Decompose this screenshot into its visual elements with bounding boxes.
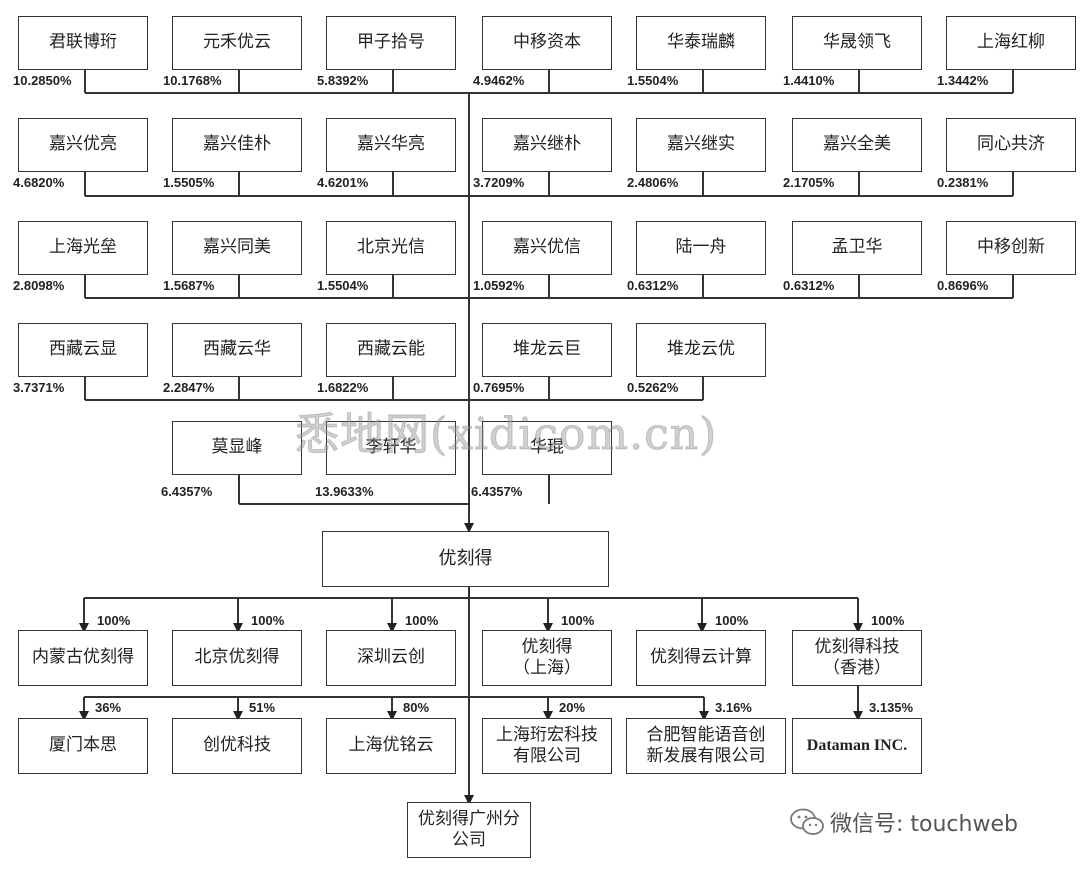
- investee-pct-4: 3.16%: [714, 700, 753, 715]
- shareholder-pct-row1-1: 10.1768%: [162, 73, 223, 88]
- shareholder-box-row2-3: 嘉兴继朴: [482, 118, 612, 172]
- shareholder-pct-row1-3: 4.9462%: [472, 73, 526, 88]
- wechat-label: 微信号: touchweb: [830, 812, 1018, 837]
- investee-box-2: 上海优铭云: [326, 718, 456, 774]
- shareholder-box-row4-1: 西藏云华: [172, 323, 302, 377]
- investee-pct-2: 80%: [402, 700, 431, 715]
- subsidiary-box-4: 优刻得云计算: [636, 630, 766, 686]
- shareholder-pct-row4-0: 3.7371%: [12, 380, 66, 395]
- shareholder-box-row2-4: 嘉兴继实: [636, 118, 766, 172]
- company-box: 优刻得: [322, 531, 609, 587]
- investee-box-1: 创优科技: [172, 718, 302, 774]
- investee-pct-3: 20%: [558, 700, 587, 715]
- investee-pct-5: 3.135%: [868, 700, 915, 715]
- investee-box-3: 上海珩宏科技 有限公司: [482, 718, 612, 774]
- shareholder-pct-row4-4: 0.5262%: [626, 380, 680, 395]
- shareholder-pct-row1-6: 1.3442%: [936, 73, 990, 88]
- shareholder-pct-row4-2: 1.6822%: [316, 380, 370, 395]
- shareholder-pct-row3-6: 0.8696%: [936, 278, 990, 293]
- shareholder-box-row3-5: 孟卫华: [792, 221, 922, 275]
- connector-lines: [79, 70, 1014, 805]
- wechat-icon: [790, 808, 824, 835]
- shareholder-box-row4-2: 西藏云能: [326, 323, 456, 377]
- shareholder-pct-row2-3: 3.7209%: [472, 175, 526, 190]
- subsidiary-pct-4: 100%: [714, 613, 750, 628]
- subsidiary-box-0: 内蒙古优刻得: [18, 630, 148, 686]
- shareholder-box-row5-0: 莫显峰: [172, 421, 302, 475]
- subsidiary-pct-3: 100%: [560, 613, 596, 628]
- shareholder-box-row3-6: 中移创新: [946, 221, 1076, 275]
- shareholder-pct-row5-2: 6.4357%: [470, 484, 524, 499]
- shareholder-box-row1-1: 元禾优云: [172, 16, 302, 70]
- subsidiary-box-5: 优刻得科技 （香港）: [792, 630, 922, 686]
- shareholder-box-row2-0: 嘉兴优亮: [18, 118, 148, 172]
- shareholder-box-row3-4: 陆一舟: [636, 221, 766, 275]
- shareholder-pct-row4-3: 0.7695%: [472, 380, 526, 395]
- shareholder-pct-row2-4: 2.4806%: [626, 175, 680, 190]
- shareholder-pct-row3-4: 0.6312%: [626, 278, 680, 293]
- shareholder-box-row5-1: 李轩华: [326, 421, 456, 475]
- shareholder-box-row4-4: 堆龙云优: [636, 323, 766, 377]
- shareholder-box-row1-2: 甲子拾号: [326, 16, 456, 70]
- subsidiary-pct-1: 100%: [250, 613, 286, 628]
- branch-box: 优刻得广州分 公司: [407, 802, 531, 858]
- shareholder-box-row3-2: 北京光信: [326, 221, 456, 275]
- shareholder-pct-row1-5: 1.4410%: [782, 73, 836, 88]
- subsidiary-pct-0: 100%: [96, 613, 132, 628]
- wechat-footer: 微信号: touchweb: [790, 806, 1018, 838]
- shareholder-pct-row2-2: 4.6201%: [316, 175, 370, 190]
- subsidiary-box-3: 优刻得 （上海）: [482, 630, 612, 686]
- investee-box-0: 厦门本思: [18, 718, 148, 774]
- shareholder-pct-row5-1: 13.9633%: [314, 484, 375, 499]
- shareholder-pct-row2-1: 1.5505%: [162, 175, 216, 190]
- shareholder-pct-row3-0: 2.8098%: [12, 278, 66, 293]
- shareholder-box-row3-3: 嘉兴优信: [482, 221, 612, 275]
- shareholder-box-row1-6: 上海红柳: [946, 16, 1076, 70]
- investee-box-5: Dataman INC.: [792, 718, 922, 774]
- shareholder-pct-row2-5: 2.1705%: [782, 175, 836, 190]
- shareholder-box-row1-4: 华泰瑞麟: [636, 16, 766, 70]
- shareholder-pct-row3-1: 1.5687%: [162, 278, 216, 293]
- shareholder-box-row4-3: 堆龙云巨: [482, 323, 612, 377]
- shareholder-box-row1-3: 中移资本: [482, 16, 612, 70]
- shareholder-box-row4-0: 西藏云显: [18, 323, 148, 377]
- shareholder-box-row2-1: 嘉兴佳朴: [172, 118, 302, 172]
- shareholder-box-row2-5: 嘉兴全美: [792, 118, 922, 172]
- shareholder-pct-row2-6: 0.2381%: [936, 175, 990, 190]
- subsidiary-box-1: 北京优刻得: [172, 630, 302, 686]
- investee-box-4: 合肥智能语音创 新发展有限公司: [626, 718, 786, 774]
- investee-pct-0: 36%: [94, 700, 123, 715]
- shareholder-pct-row5-0: 6.4357%: [160, 484, 214, 499]
- subsidiary-pct-5: 100%: [870, 613, 906, 628]
- shareholder-box-row2-6: 同心共济: [946, 118, 1076, 172]
- investee-pct-1: 51%: [248, 700, 277, 715]
- shareholder-pct-row3-3: 1.0592%: [472, 278, 526, 293]
- shareholder-box-row1-0: 君联博珩: [18, 16, 148, 70]
- shareholder-pct-row1-2: 5.8392%: [316, 73, 370, 88]
- shareholder-box-row2-2: 嘉兴华亮: [326, 118, 456, 172]
- shareholder-pct-row4-1: 2.2847%: [162, 380, 216, 395]
- shareholder-box-row5-2: 华琨: [482, 421, 612, 475]
- shareholder-pct-row2-0: 4.6820%: [12, 175, 66, 190]
- shareholder-pct-row3-2: 1.5504%: [316, 278, 370, 293]
- shareholder-pct-row1-0: 10.2850%: [12, 73, 73, 88]
- shareholder-box-row1-5: 华晟领飞: [792, 16, 922, 70]
- shareholder-pct-row1-4: 1.5504%: [626, 73, 680, 88]
- subsidiary-pct-2: 100%: [404, 613, 440, 628]
- shareholder-box-row3-0: 上海光垒: [18, 221, 148, 275]
- subsidiary-box-2: 深圳云创: [326, 630, 456, 686]
- shareholder-box-row3-1: 嘉兴同美: [172, 221, 302, 275]
- shareholder-pct-row3-5: 0.6312%: [782, 278, 836, 293]
